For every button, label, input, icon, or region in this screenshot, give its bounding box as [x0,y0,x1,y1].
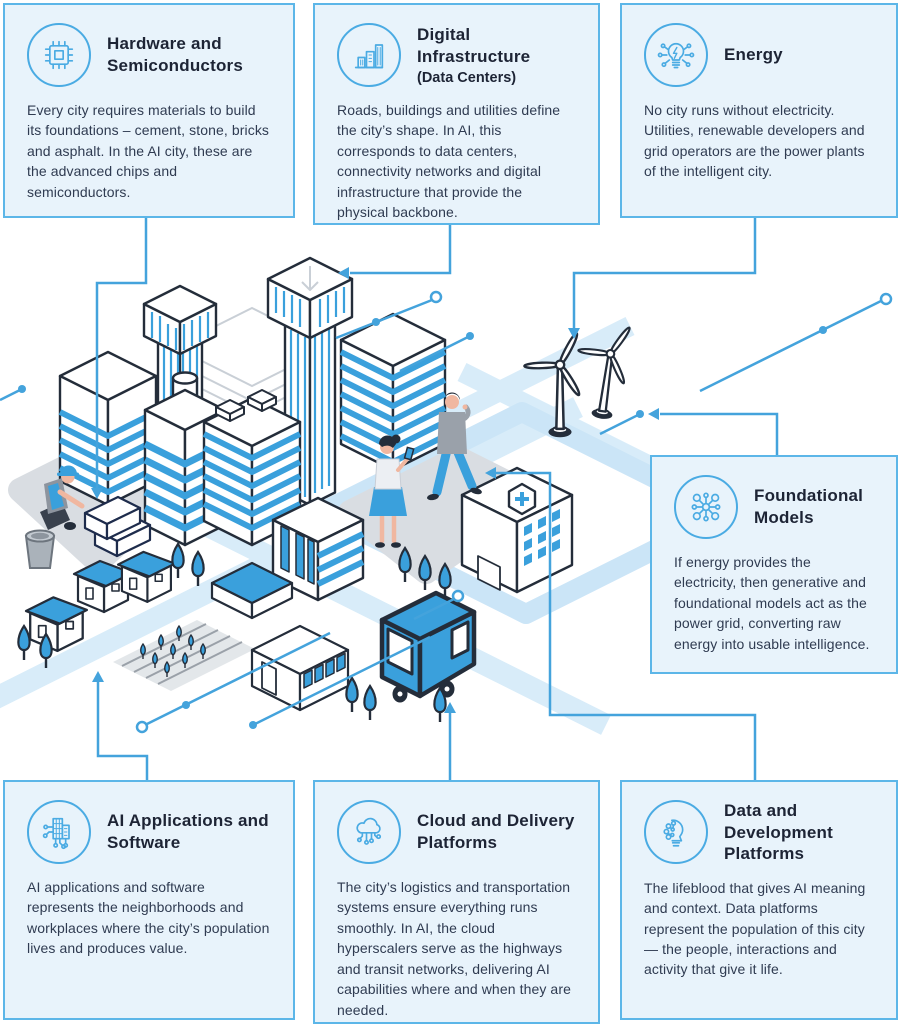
connector-hardware [95,218,148,488]
card-body: No city runs without electricity. Utilit… [644,102,865,180]
connector-foundational-models [660,412,779,455]
connector-energy [572,218,757,328]
pavilion [210,561,294,620]
data-center-buildings-icon [337,23,401,87]
card-connectors [95,218,779,780]
shop-building [250,624,350,712]
card-title: Hardware and Semiconductors [107,34,243,75]
cloud-circuit-icon [337,800,401,864]
connector-arrowheads [91,267,659,713]
energy-bulb-icon [644,23,708,87]
pedestrian-man [427,392,482,501]
head-bulb-icon [644,800,708,865]
card-body: If energy provides the electricity, then… [674,554,870,652]
card-foundational-models: Foundational Models If energy provides t… [650,455,898,674]
construction-worker [40,465,85,530]
connector-ai-applications [96,682,149,780]
shuttle-bus [379,590,477,703]
card-ai-applications-software: AI Applications and Software AI applicat… [3,780,295,1020]
card-title: Data and Development Platforms [724,801,833,864]
card-title: AI Applications and Software [107,811,269,852]
connector-digital-infrastructure [350,225,452,275]
card-title: Foundational Models [754,486,864,527]
skyscraper-group [58,256,447,602]
card-digital-infrastructure: Digital Infrastructure (Data Centers) Ro… [313,3,600,225]
bucket [24,529,56,569]
card-body: Every city requires materials to build i… [27,102,270,200]
card-hardware-semiconductors: Hardware and Semiconductors Every city r… [3,3,295,218]
connector-data-platforms [496,471,757,780]
card-body: AI applications and software represents … [27,879,270,957]
card-title: Cloud and Delivery Platforms [417,811,575,852]
card-body: The city’s logistics and transportation … [337,879,571,1018]
card-title: Digital Infrastructure [417,24,531,66]
card-body: The lifeblood that gives AI meaning and … [644,879,866,978]
building-circuit-icon [27,800,91,864]
card-energy: Energy No city runs without electricity.… [620,3,898,218]
chip-icon [27,23,91,87]
hospital-building [460,466,574,594]
card-body: Roads, buildings and utilities define th… [337,102,561,221]
pedestrian-woman [369,434,415,548]
network-nodes-icon [674,475,738,539]
farm-field [113,620,255,691]
card-subtitle: (Data Centers) [417,70,517,87]
card-title: Energy [724,45,783,65]
circuit-lines [0,290,893,734]
card-data-development-platforms: Data and Development Platforms The lifeb… [620,780,898,1020]
card-cloud-delivery-platforms: Cloud and Delivery Platforms The city’s … [313,780,600,1024]
